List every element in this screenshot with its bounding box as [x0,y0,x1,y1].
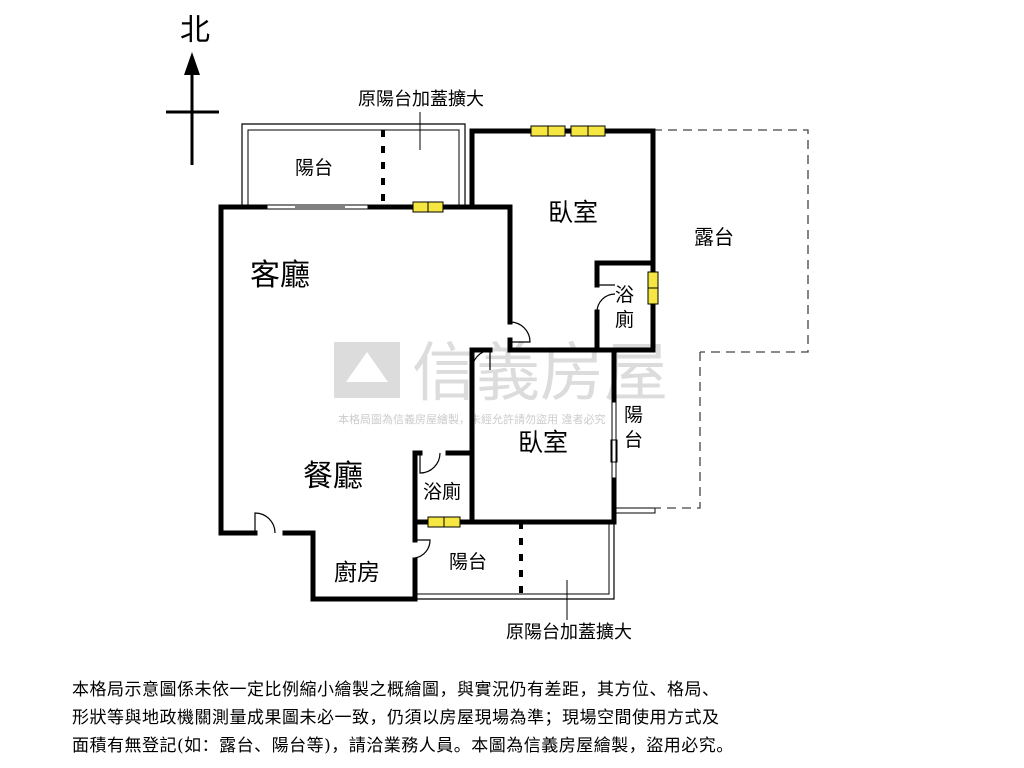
annotation-pointers [419,112,568,620]
label-living-room: 客廳 [250,258,310,293]
disclaimer-line-1: 本格局示意圖係未依一定比例縮小繪製之概繪圖，與實況仍有差距，其方位、格局、 [72,680,720,700]
north-arrow-icon [184,52,200,75]
label-bath-top-1: 浴 [615,284,634,306]
top-balcony [241,123,466,208]
label-bath-top-2: 廁 [615,308,634,331]
compass-north-label: 北 [180,13,210,48]
disclaimer-line-3: 面積有無登記(如：露台、陽台等)，請洽業務人員。本圖為信義房屋繪製，盜用必究。 [72,736,734,756]
label-balcony-right-1: 陽 [624,404,643,426]
right-sliding-door [610,400,618,480]
label-bath-left: 浴廁 [423,480,461,503]
dashed-boundaries [381,129,809,594]
label-top-extension: 原陽台加蓋擴大 [358,89,484,110]
doors [254,284,616,559]
label-balcony-top: 陽台 [295,157,333,179]
compass: 北 [166,13,219,165]
watermark-logo-mark [346,352,388,382]
walls [218,128,656,602]
room-labels: 原陽台加蓋擴大 陽台 臥室 露台 客廳 浴 廁 陽 台 臥室 餐廳 浴廁 陽台 … [250,89,734,643]
label-balcony-right-2: 台 [624,429,643,451]
bottom-balcony [415,522,615,600]
label-bottom-extension: 原陽台加蓋擴大 [506,622,632,643]
disclaimer-line-2: 形狀等與地政機關測量成果圖未必一致，仍須以房屋現場為準；現場空間使用方式及 [72,708,720,728]
label-kitchen: 廚房 [334,560,380,586]
right-balcony [614,507,656,514]
sliding-door [265,204,370,210]
label-terrace: 露台 [694,225,734,249]
label-bedroom-mid: 臥室 [518,428,568,457]
label-dining-room: 餐廳 [303,459,363,494]
label-balcony-bottom: 陽台 [449,551,487,573]
floor-plan: 信義房屋 本格局圖為信義房屋繪製，未經允許請勿盜用 違者必究 北 [166,13,809,643]
windows [412,125,659,528]
disclaimer-text: 本格局示意圖係未依一定比例縮小繪製之概繪圖，與實況仍有差距，其方位、格局、 形狀… [72,676,972,760]
label-bedroom-top: 臥室 [548,198,598,227]
